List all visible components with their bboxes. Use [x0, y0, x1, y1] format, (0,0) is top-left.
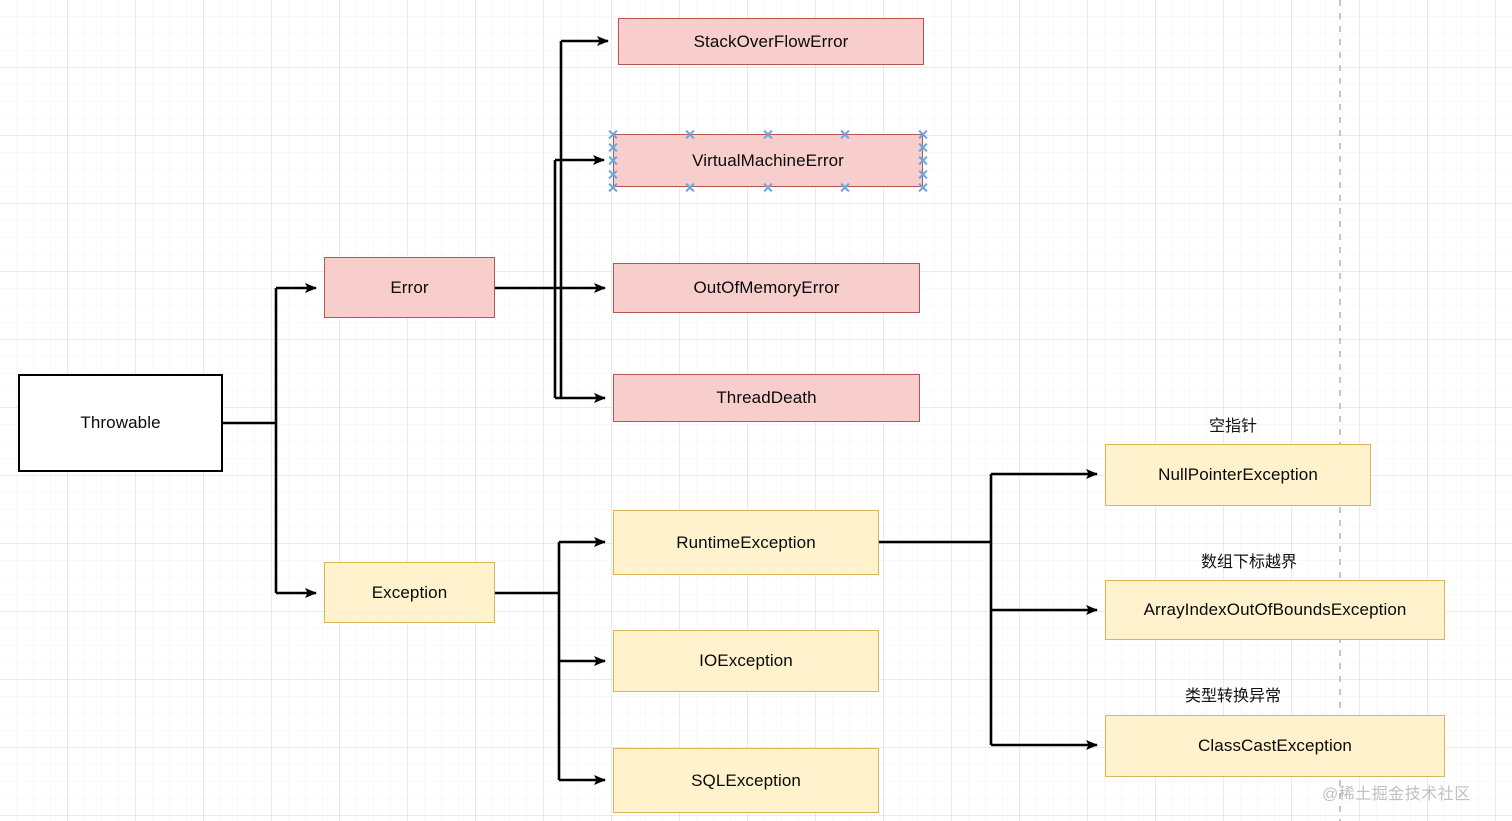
node-label: StackOverFlowError	[693, 31, 849, 51]
watermark: @稀土掘金技术社区	[1322, 780, 1471, 804]
node-classcastexception[interactable]: ClassCastException	[1105, 715, 1445, 777]
node-runtimeexception[interactable]: RuntimeException	[613, 510, 879, 575]
node-label: Throwable	[80, 413, 161, 432]
annotation-text: 类型转换异常	[1184, 688, 1281, 705]
node-label: Exception	[371, 582, 448, 602]
annotation-text: 空指针	[1208, 418, 1257, 435]
node-label: RuntimeException	[676, 532, 816, 552]
node-label: NullPointerException	[1158, 465, 1318, 484]
node-outofmemoryerror[interactable]: OutOfMemoryError	[613, 263, 920, 313]
node-error[interactable]: Error	[324, 257, 495, 318]
node-virtualmachineerror[interactable]: VirtualMachineError	[613, 134, 923, 187]
node-nullpointerexception[interactable]: NullPointerException	[1105, 444, 1371, 506]
node-arrayindexoutofboundsexception[interactable]: ArrayIndexOutOfBoundsException	[1105, 580, 1445, 640]
node-label: ClassCastException	[1198, 736, 1352, 755]
node-ioexception[interactable]: IOException	[613, 630, 879, 692]
annotation-text: 数组下标越界	[1200, 554, 1297, 571]
annotation-array-index-out-of-bounds: 数组下标越界	[1108, 548, 1390, 572]
node-label: IOException	[699, 651, 793, 670]
node-label: SQLException	[691, 770, 801, 790]
node-label: Error	[390, 277, 429, 297]
node-exception[interactable]: Exception	[324, 562, 495, 623]
node-label: ArrayIndexOutOfBoundsException	[1143, 600, 1407, 619]
node-label: ThreadDeath	[716, 388, 817, 407]
node-label: VirtualMachineError	[692, 150, 844, 170]
watermark-text: @稀土掘金技术社区	[1322, 786, 1471, 803]
annotation-class-cast: 类型转换异常	[1092, 682, 1374, 706]
node-stackoverflowerror[interactable]: StackOverFlowError	[618, 18, 924, 65]
node-threaddeath[interactable]: ThreadDeath	[613, 374, 920, 422]
node-label: OutOfMemoryError	[693, 278, 840, 297]
annotation-null-pointer: 空指针	[1108, 412, 1358, 436]
node-sqlexception[interactable]: SQLException	[613, 748, 879, 813]
node-throwable[interactable]: Throwable	[18, 374, 223, 472]
